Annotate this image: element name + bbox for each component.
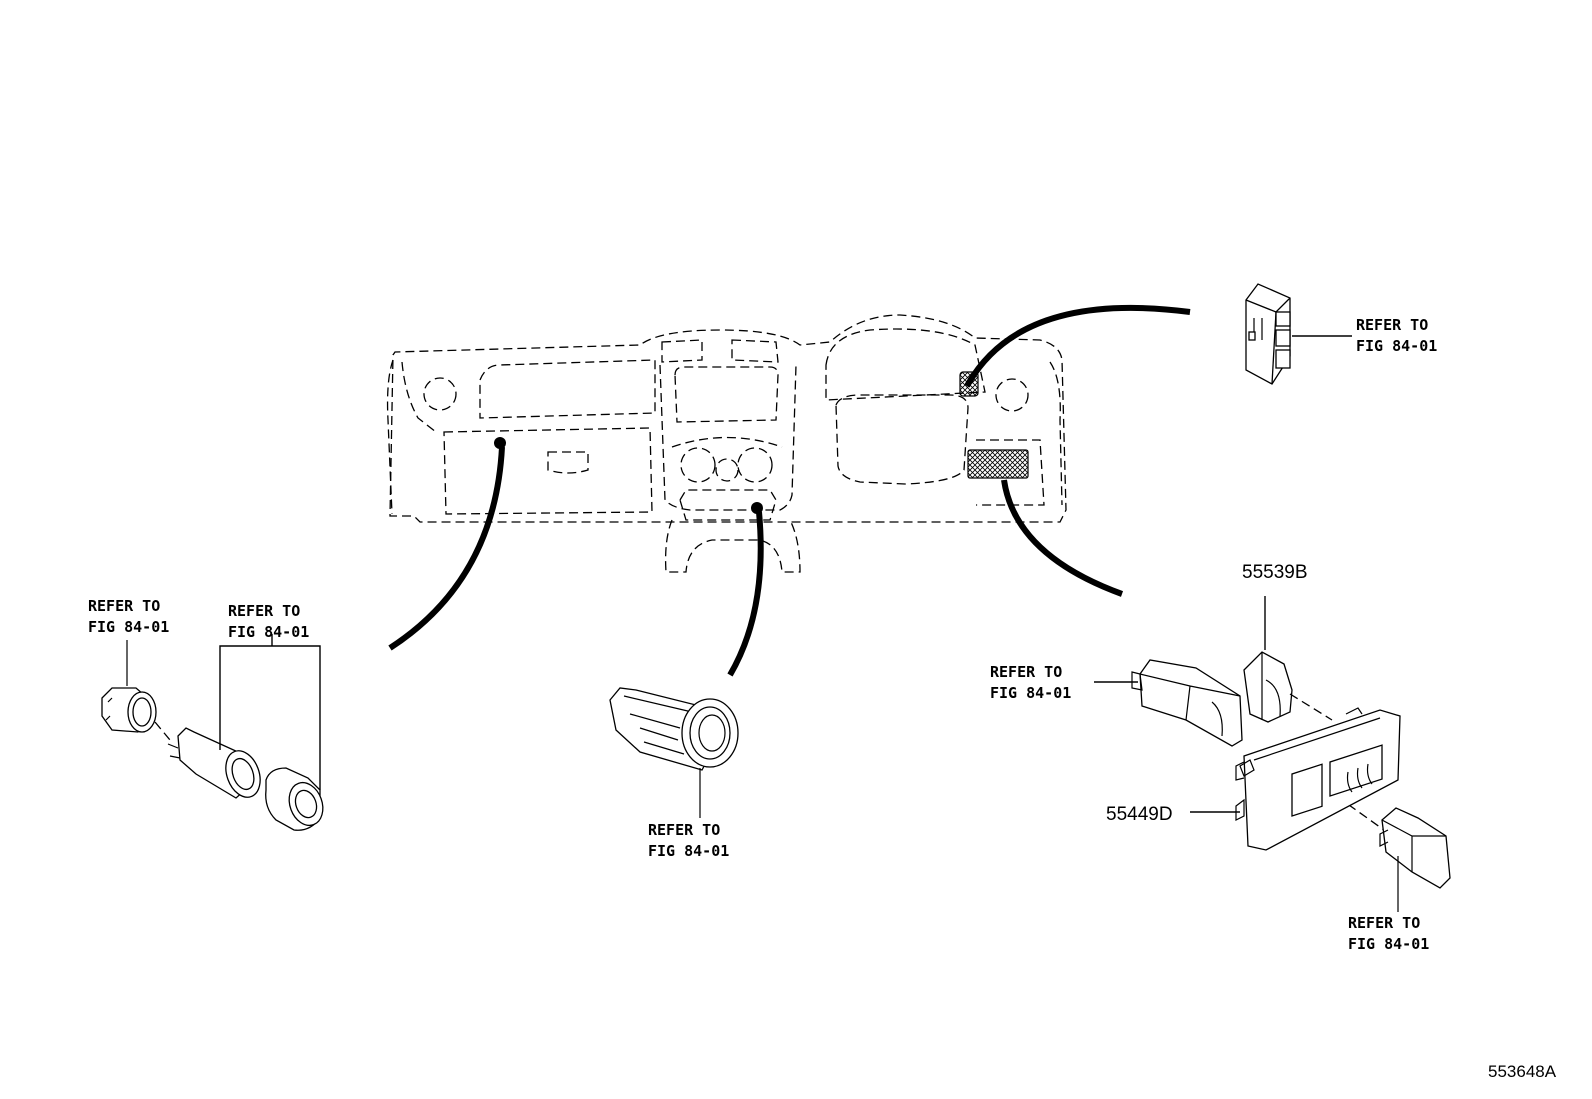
callout-top-right-line1: REFER TO xyxy=(1356,316,1428,334)
part-number-55449d: 55449D xyxy=(1106,804,1173,825)
location-dot xyxy=(751,502,763,514)
callout-left-b-line1: REFER TO xyxy=(228,602,300,620)
cigarette-lighter-icon xyxy=(265,767,324,831)
lighter-ring-icon xyxy=(101,687,157,733)
callout-center-line1: REFER TO xyxy=(648,821,720,839)
part-number-55539b: 55539B xyxy=(1242,562,1308,583)
callout-top-right-line2: FIG 84-01 xyxy=(1356,337,1437,355)
dashboard-outline-icon xyxy=(386,314,1067,573)
accessory-socket-icon xyxy=(167,727,261,799)
assembly-axis xyxy=(1289,693,1333,721)
callout-left-a-line2: FIG 84-01 xyxy=(88,618,169,636)
callout-bottom-right-line1: REFER TO xyxy=(1348,914,1420,932)
callout-center-line2: FIG 84-01 xyxy=(648,842,729,860)
leader-curve xyxy=(964,304,1191,388)
callout-right-mid-line2: FIG 84-01 xyxy=(990,684,1071,702)
location-dot xyxy=(494,437,506,449)
callout-right-mid-line1: REFER TO xyxy=(990,663,1062,681)
push-button-icon xyxy=(1379,807,1451,889)
leader-curve xyxy=(727,511,764,677)
callout-left-a-line1: REFER TO xyxy=(88,597,160,615)
leader-curve xyxy=(1001,479,1124,597)
switch-55539b-icon xyxy=(1243,651,1293,723)
leader-curve xyxy=(388,446,505,651)
power-outlet-icon xyxy=(609,687,739,771)
callout-left-b-line2: FIG 84-01 xyxy=(228,623,309,641)
assembly-axis xyxy=(154,721,171,741)
switch-panel-icon xyxy=(1235,707,1401,851)
switch-button-icon xyxy=(1131,659,1243,747)
callout-bottom-right-line2: FIG 84-01 xyxy=(1348,935,1429,953)
figure-code: 553648A xyxy=(1488,1062,1557,1081)
power-window-switch-icon xyxy=(1245,283,1291,385)
switch-location-marker xyxy=(967,449,1029,479)
callout-bracket xyxy=(219,634,321,790)
